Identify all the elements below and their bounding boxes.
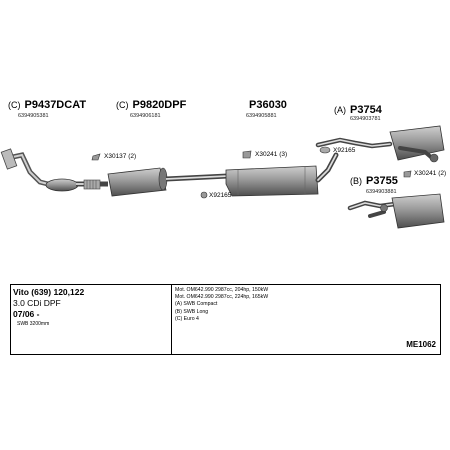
fitting-icon (403, 170, 412, 178)
middle-silencer-part (225, 152, 339, 197)
vehicle-engine: 3.0 CDi DPF (13, 298, 61, 308)
vehicle-date: 07/06 - (13, 309, 40, 319)
rear-silencer-b-part (347, 193, 445, 229)
dpf-filter-part (100, 167, 229, 197)
notes-list: Mot. OM642.990 2987cc, 204hp, 150kW Mot.… (175, 287, 268, 323)
note-line: (A) SWB Compact (175, 301, 218, 308)
fitting-ref: X30241 (3) (255, 151, 288, 158)
fitting-ref: X92165 (209, 192, 232, 199)
note-line: (B) SWB Long (175, 308, 209, 315)
part-number-dpf: (C)P9820DPF (116, 99, 187, 111)
diagram-code: ME1062 (406, 340, 436, 349)
vehicle-wheelbase: SWB 3200mm (17, 321, 50, 327)
note-line: Mot. OM642.990 2987cc, 204hp, 150kW (175, 287, 269, 293)
part-sub-number: 6394906181 (130, 113, 161, 119)
vehicle-info-cell: Vito (639) 120,122 3.0 CDi DPF 07/06 - S… (11, 285, 172, 354)
part-number-cat: (C)P9437DCAT (8, 99, 87, 111)
fitting-icon (91, 153, 101, 161)
part-sub-number: 6394905881 (246, 113, 277, 119)
note-line: Mot. OM642.990 2987cc, 224hp, 165kW (175, 294, 269, 301)
catalytic-converter-part (0, 148, 101, 192)
vehicle-model: Vito (639) 120,122 (13, 287, 85, 297)
fitting-icon (242, 150, 252, 159)
fitting-icon (319, 146, 331, 154)
note-line: (C) Euro 4 (175, 315, 199, 322)
exhaust-drawing (0, 125, 445, 229)
fitting-ref: X92165 (333, 147, 356, 154)
part-sub-number: 6394903781 (350, 116, 381, 122)
part-number-rear-b: (B)P3755 (350, 175, 398, 187)
part-sub-number: 6394905381 (18, 113, 49, 119)
flex-pipe (83, 179, 101, 190)
vehicle-info-table: Vito (639) 120,122 3.0 CDi DPF 07/06 - S… (10, 284, 441, 355)
rear-silencer-a-part (315, 125, 445, 163)
part-number-middle: P36030 (249, 99, 287, 111)
fitting-ref: X30241 (2) (414, 170, 447, 177)
fitting-ref: X30137 (2) (104, 153, 137, 160)
part-sub-number: 6394903881 (366, 189, 397, 195)
fitting-icon (200, 191, 208, 199)
part-number-rear-a: (A)P3754 (334, 104, 382, 116)
